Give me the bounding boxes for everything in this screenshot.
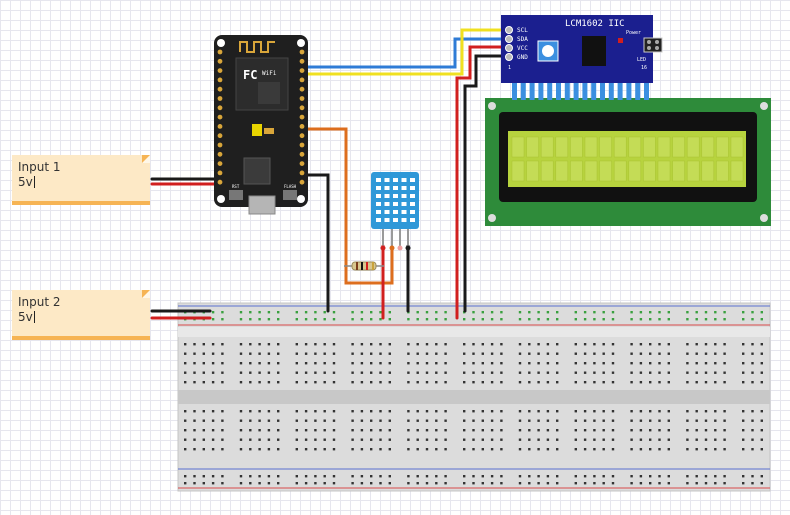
pin-sda-label: SDA xyxy=(517,36,528,43)
antenna-trace xyxy=(239,41,275,53)
wire-data-orange xyxy=(300,127,394,285)
input1-value: 5v xyxy=(18,175,144,190)
input2-title: Input 2 xyxy=(18,295,61,309)
input2-note[interactable]: Input 2 5v xyxy=(12,290,150,340)
mcu-pins-left xyxy=(217,49,223,185)
wire-mcu-gnd-black xyxy=(300,173,330,313)
pin1-label: 1 xyxy=(508,65,511,71)
flash-label: FLASH xyxy=(284,184,297,189)
pin-gnd-label: GND xyxy=(517,54,528,61)
led-label: LED xyxy=(637,57,646,63)
lcd-board-label: LCM1602 IIC xyxy=(565,19,625,29)
input1-title: Input 1 xyxy=(18,160,61,174)
pin16-label: 16 xyxy=(641,65,647,71)
usb-port xyxy=(248,195,276,215)
pin-scl-label: SCL xyxy=(517,27,528,34)
wire-lcd-gnd-black xyxy=(463,54,507,313)
breadboard xyxy=(177,302,771,492)
breadboard-holes xyxy=(184,311,763,485)
wire-scl-yellow xyxy=(300,28,507,76)
rst-button xyxy=(229,190,243,200)
wire-sda-blue xyxy=(300,37,507,69)
wire-lcd-vcc-red xyxy=(455,45,507,320)
flash-button xyxy=(283,190,297,200)
pin-vcc-label: VCC xyxy=(517,45,528,52)
wifi-label: WiFi xyxy=(262,70,277,77)
rst-label: RST xyxy=(232,184,240,189)
power-label: Power xyxy=(626,30,641,36)
nodemcu-board: FC WiFi RST FLASH xyxy=(214,35,308,215)
dht-sensor xyxy=(371,172,419,251)
usb-chip xyxy=(243,157,271,185)
input1-note[interactable]: Input 1 5v xyxy=(12,155,150,205)
lcd-module xyxy=(485,98,771,226)
wires xyxy=(150,28,507,320)
i2c-backpack: LCM1602 IIC Power SCL SDA VCC GND LED 16… xyxy=(501,15,663,83)
resistor xyxy=(344,261,384,271)
capacitor xyxy=(252,124,262,136)
input2-value: 5v xyxy=(18,310,144,325)
mcu-pins-right xyxy=(299,49,305,185)
i2c-chip xyxy=(582,36,606,66)
fc-logo: FC xyxy=(243,68,257,82)
